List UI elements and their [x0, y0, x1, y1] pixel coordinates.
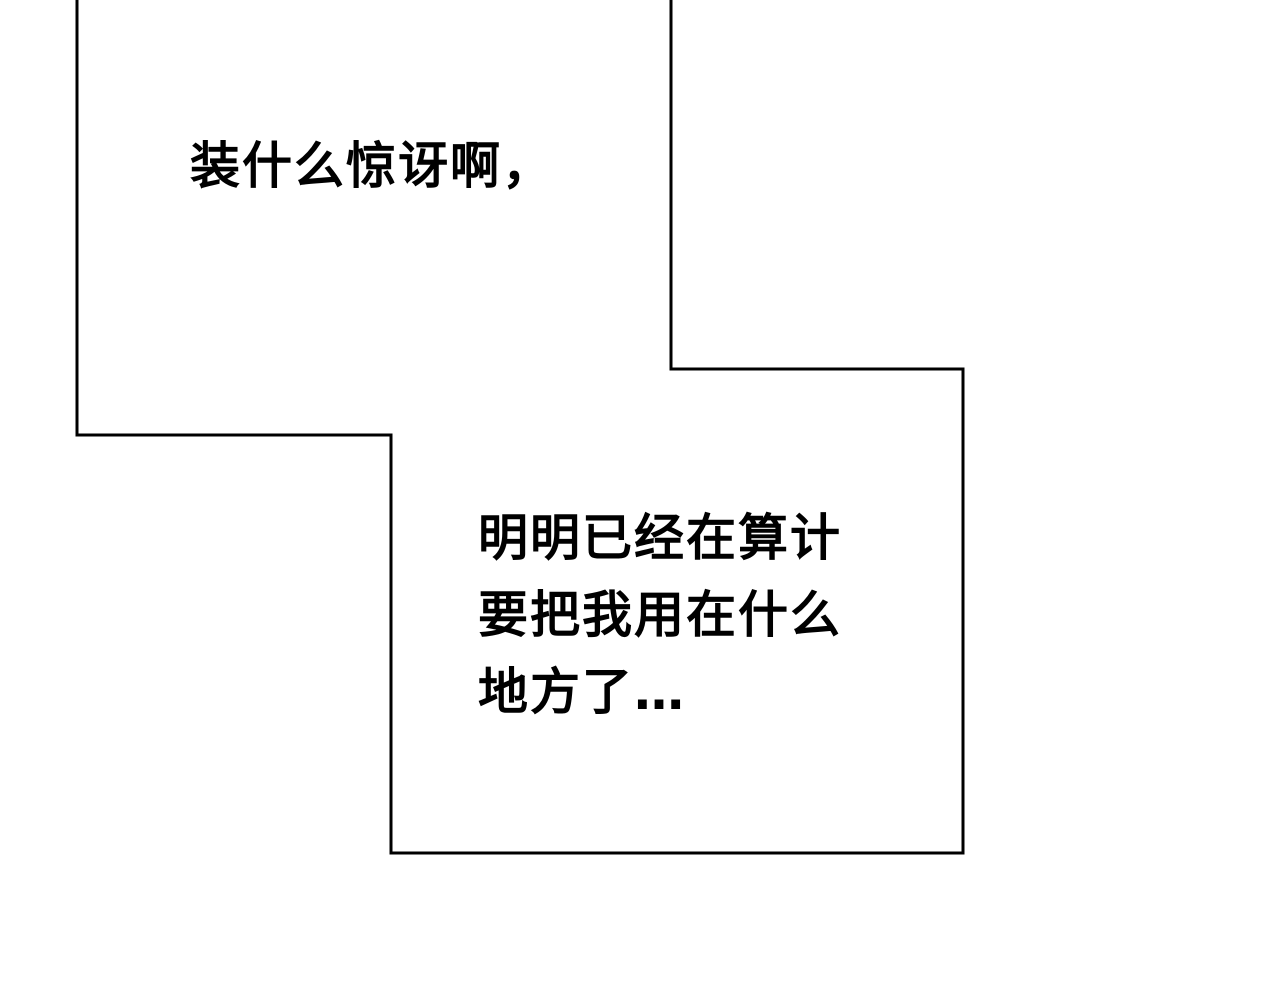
dialogue-line: 明明已经在算计 [478, 509, 842, 567]
dialogue-top: 装什么惊讶啊， [190, 137, 554, 195]
dialogue-line: 地方了… [478, 663, 686, 721]
dialogue-bottom: 明明已经在算计 要把我用在什么 地方了… [478, 500, 842, 731]
panel-outline [75, 0, 965, 855]
dialogue-line: 要把我用在什么 [478, 586, 842, 644]
